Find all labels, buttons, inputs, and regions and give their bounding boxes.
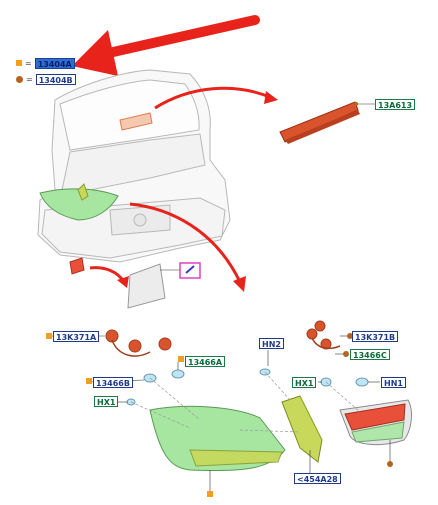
right-lamp-assembly	[339, 399, 412, 467]
reflector-callout-icon	[185, 265, 195, 274]
label-lamp-socket-left[interactable]: 13K371A	[53, 331, 100, 342]
right-bulbs	[320, 377, 369, 387]
label-inner-reflector[interactable]: <454A28	[294, 473, 341, 484]
vehicle-tail-lamp-left	[39, 183, 119, 221]
left-wiring-harness	[105, 329, 172, 357]
label-holder-right[interactable]: HX1	[292, 377, 317, 388]
reflector-bracket	[127, 263, 184, 309]
legend-code-13404A[interactable]: 13404A	[34, 57, 75, 69]
assembly-dashed-lines	[130, 371, 361, 433]
label-nut-hn1[interactable]: HN1	[381, 377, 406, 388]
circle-marker-icon	[16, 75, 23, 83]
inner-reflector-part	[281, 395, 323, 474]
curved-arrow-heads	[117, 91, 278, 292]
label-nut-hn2[interactable]: HN2	[259, 338, 284, 349]
left-bulbs	[126, 368, 271, 406]
label-bulb-left-b[interactable]: 13466B	[93, 377, 133, 388]
legend-item-circle: = 13404B	[16, 73, 76, 85]
label-bulb-right-c[interactable]: 13466C	[350, 349, 390, 360]
legend-equals: =	[25, 58, 32, 68]
part-markers	[46, 333, 353, 384]
label-holder-left[interactable]: HX1	[94, 396, 119, 407]
square-marker-icon	[16, 60, 22, 66]
label-bulb-left-a[interactable]: 13466A	[185, 356, 226, 367]
legend-equals: =	[26, 74, 33, 84]
label-high-mount-stop-lamp[interactable]: 13A613	[375, 99, 416, 110]
high-mount-stop-lamp	[279, 101, 375, 144]
left-lamp-assembly	[149, 405, 286, 497]
right-wiring-harness	[306, 320, 341, 350]
label-lamp-socket-right[interactable]: 13K371B	[352, 331, 399, 342]
legend-code-13404B[interactable]: 13404B	[35, 73, 76, 85]
vehicle-rear-body	[37, 69, 231, 263]
big-red-arrow	[72, 15, 260, 76]
vehicle-lower-reflector	[69, 257, 85, 275]
legend-item-square: = 13404A	[16, 57, 75, 69]
